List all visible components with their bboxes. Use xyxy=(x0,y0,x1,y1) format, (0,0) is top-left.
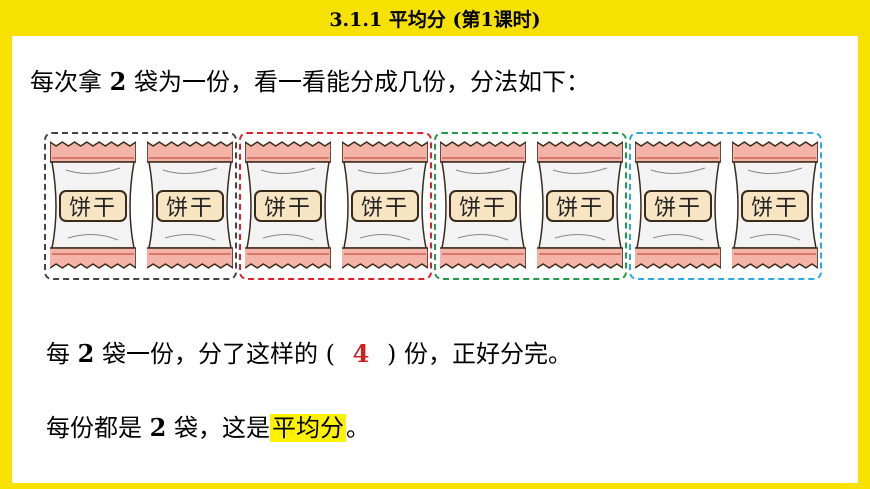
biscuit-label: 饼干 xyxy=(741,190,809,222)
biscuit-label: 饼干 xyxy=(449,190,517,222)
bag-group-3 xyxy=(434,132,627,280)
sentence-one: 每 2 袋一份，分了这样的 ( 4 ) 份，正好分完。 xyxy=(46,334,572,369)
bag-group-2 xyxy=(239,132,432,280)
sentence-two: 每份都是 2 袋，这是平均分。 xyxy=(46,408,370,443)
biscuit-label: 饼干 xyxy=(156,190,224,222)
answer-blank: 4 xyxy=(352,339,370,368)
biscuit-label: 饼干 xyxy=(59,190,127,222)
title-bar: 3.1.1 平均分 (第1课时) xyxy=(0,0,870,36)
biscuit-label: 饼干 xyxy=(351,190,419,222)
biscuit-bags-area: 饼干饼干饼干饼干饼干饼干饼干饼干 xyxy=(40,128,840,288)
sentence1-middle: 袋一份，分了这样的 ( xyxy=(94,340,335,368)
sentence2-middle: 袋，这是 xyxy=(166,414,270,442)
biscuit-label: 饼干 xyxy=(546,190,614,222)
intro-text: 每次拿 2 袋为一份，看一看能分成几份，分法如下： xyxy=(30,62,590,97)
biscuit-label: 饼干 xyxy=(254,190,322,222)
biscuit-bag: 饼干 xyxy=(49,138,137,272)
intro-part-2: 袋为一份，看一看能分成几份，分法如下： xyxy=(126,68,590,96)
bag-group-4 xyxy=(629,132,822,280)
biscuit-bag: 饼干 xyxy=(634,138,722,272)
bag-group-1 xyxy=(44,132,237,280)
biscuit-label: 饼干 xyxy=(644,190,712,222)
sentence1-suffix: ) 份，正好分完。 xyxy=(386,340,572,368)
biscuit-bag: 饼干 xyxy=(146,138,234,272)
sentence2-prefix: 每份都是 xyxy=(46,414,150,442)
biscuit-bag: 饼干 xyxy=(536,138,624,272)
sentence2-count: 2 xyxy=(149,413,167,442)
biscuit-bag: 饼干 xyxy=(244,138,332,272)
intro-part-1: 每次拿 xyxy=(30,68,110,96)
intro-count: 2 xyxy=(109,67,127,96)
lesson-title: 3.1.1 平均分 (第1课时) xyxy=(329,8,541,31)
sentence1-count: 2 xyxy=(77,339,95,368)
highlighted-term: 平均分 xyxy=(269,414,346,442)
sentence1-prefix: 每 xyxy=(46,340,78,368)
biscuit-bag: 饼干 xyxy=(439,138,527,272)
biscuit-bag: 饼干 xyxy=(731,138,819,272)
biscuit-bag: 饼干 xyxy=(341,138,429,272)
sentence2-suffix: 。 xyxy=(345,414,370,442)
